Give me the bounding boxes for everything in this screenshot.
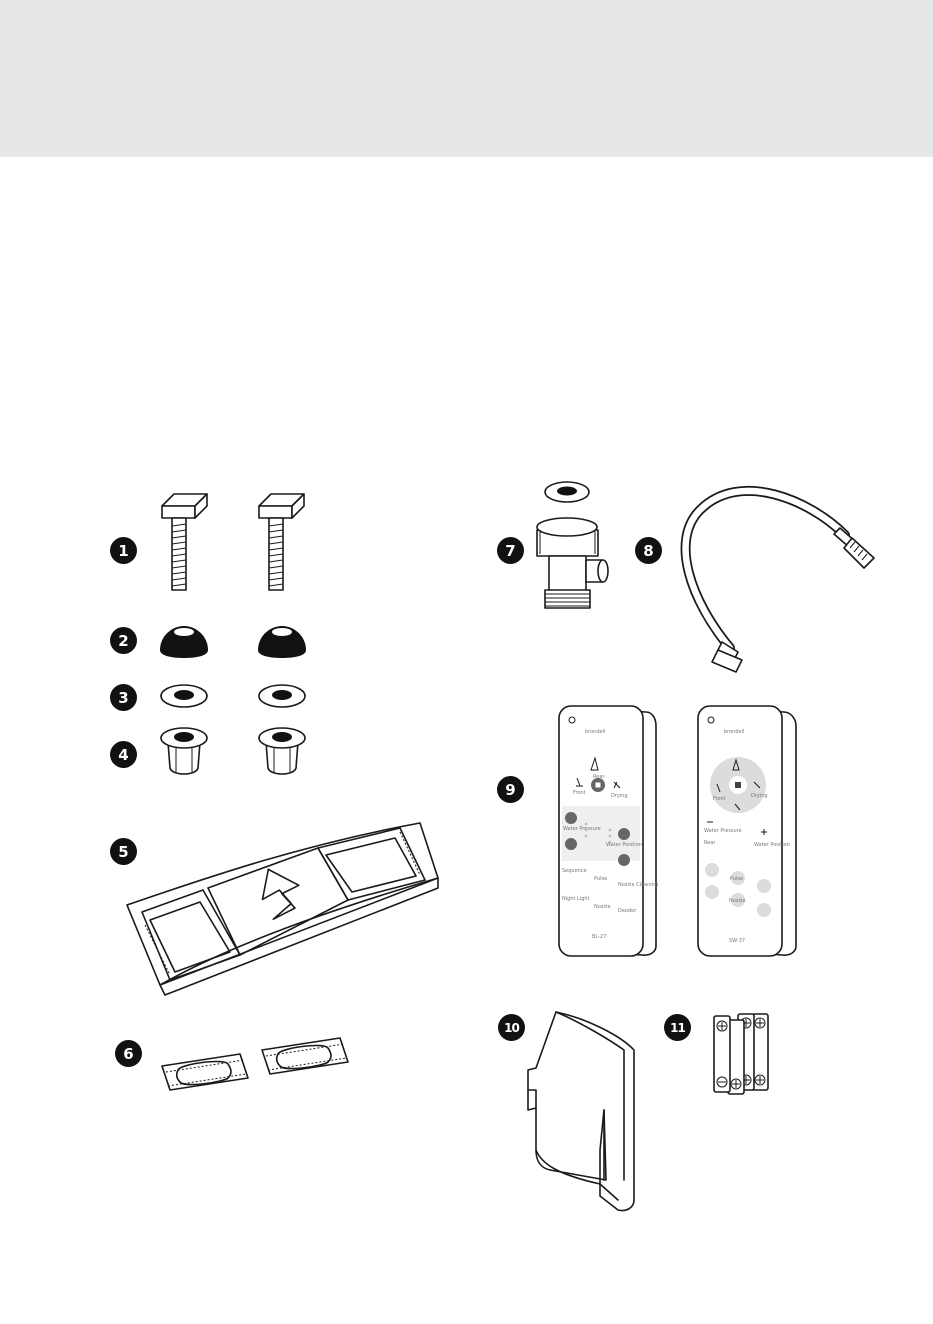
bolt-icon — [162, 494, 207, 590]
svg-text:Sequence: Sequence — [562, 868, 587, 874]
svg-text:Front: Front — [713, 796, 726, 802]
svg-text:Drying: Drying — [611, 793, 628, 799]
svg-text:Nozzle Cleaning: Nozzle Cleaning — [618, 882, 658, 888]
svg-text:Rear: Rear — [704, 840, 716, 846]
svg-text:brondell: brondell — [724, 729, 744, 735]
supply-hose-icon — [686, 491, 874, 672]
svg-text:Nozzle: Nozzle — [729, 898, 746, 904]
batteries-icon — [714, 1014, 768, 1094]
slotted-shim-icon — [262, 1038, 348, 1074]
remote-holder-icon — [528, 1012, 634, 1211]
slotted-shim-icon — [162, 1054, 248, 1090]
dome-cap-icon — [258, 626, 306, 658]
svg-text:Nozzle: Nozzle — [594, 904, 611, 910]
svg-text:Front: Front — [573, 790, 586, 796]
flange-nut-icon — [259, 728, 305, 774]
mounting-plate-icon — [127, 823, 438, 995]
remote-model-label: BL-27 — [592, 934, 606, 940]
svg-text:Water Pressure: Water Pressure — [563, 826, 601, 832]
dome-cap-icon — [160, 626, 208, 658]
washer-icon — [259, 685, 305, 707]
svg-text:Pulse: Pulse — [594, 876, 607, 882]
remote-brand-label: brondell — [585, 729, 605, 735]
svg-text:Water Position: Water Position — [754, 842, 790, 848]
svg-text:Water Pressure: Water Pressure — [704, 828, 742, 834]
remote-model-label: SW-37 — [729, 938, 745, 944]
t-valve-icon — [537, 482, 608, 608]
bolt-icon — [259, 494, 304, 590]
svg-text:Water Position: Water Position — [606, 842, 642, 848]
svg-text:Night Light: Night Light — [562, 896, 590, 902]
svg-text:Drying: Drying — [751, 793, 768, 799]
washer-icon — [161, 685, 207, 707]
remote-control-icon: brondell Front Drying Water Pressure Wat… — [698, 706, 796, 956]
svg-text:Pulse: Pulse — [730, 876, 743, 882]
remote-control-icon: brondell Rear Front Drying Water Pressur… — [559, 706, 658, 956]
flange-nut-icon — [161, 728, 207, 774]
svg-text:Deodor: Deodor — [618, 908, 637, 914]
